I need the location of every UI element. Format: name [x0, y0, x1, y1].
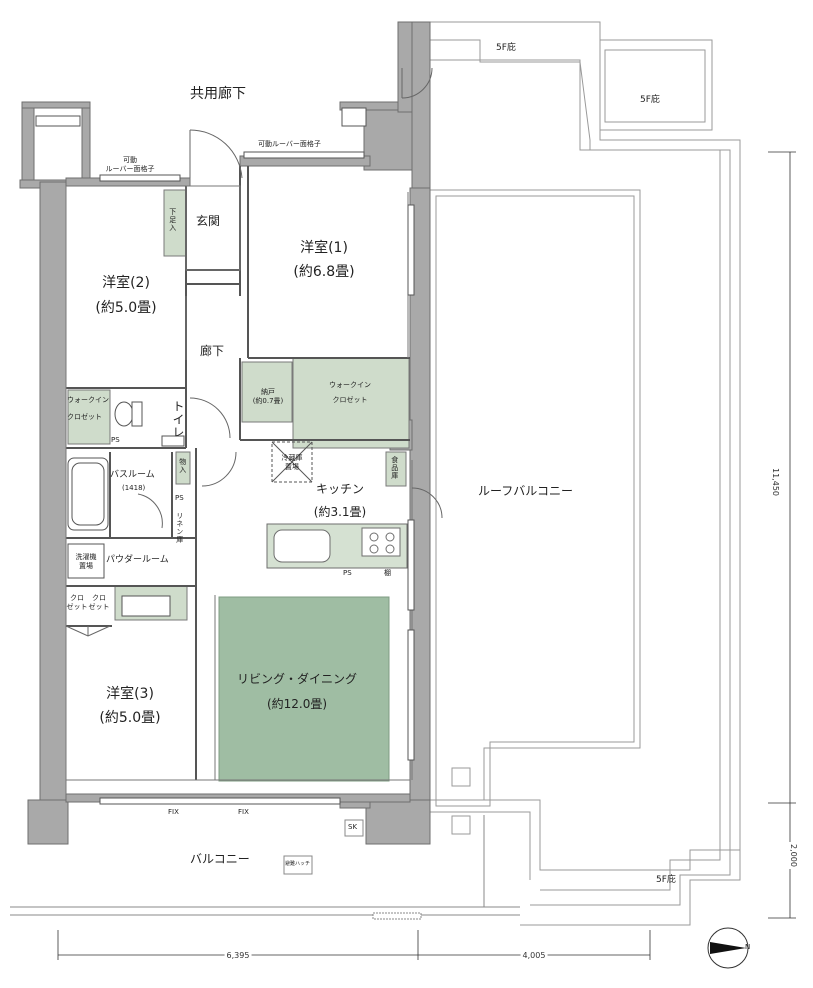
room1-size: (約6.8畳)	[293, 264, 355, 280]
roof-balcony-label: ルーフバルコニー	[478, 484, 574, 498]
living-dining-fill	[218, 596, 390, 782]
balcony-label: バルコニー	[190, 852, 250, 866]
louver-label-left: 可動 ルーバー面格子	[105, 156, 155, 173]
hatch-label: 避難ハッチ	[285, 861, 311, 867]
closet-label-2: クロ ゼット	[88, 594, 110, 611]
width-left-dim: 6,395	[224, 951, 252, 961]
shelf-label: 棚	[384, 569, 391, 577]
ps-label-toilet: PS	[111, 436, 120, 444]
walkin-right-label: ウォークイン クロゼット	[329, 381, 371, 405]
storage-fills	[67, 189, 410, 621]
bathroom-label: バスルーム	[110, 470, 155, 480]
ps-label-bath: PS	[175, 494, 184, 502]
sk-label: SK	[348, 823, 358, 831]
room3-size: (約5.0畳)	[99, 710, 161, 726]
compass-icon	[707, 927, 749, 969]
toilet-label: トイレ	[171, 400, 185, 439]
height-top-dim: 11,450	[770, 466, 780, 498]
width-right-dim: 4,005	[520, 951, 548, 961]
fix-label-right: FIX	[238, 808, 249, 816]
windows	[35, 107, 415, 805]
ps-label-kitchen: PS	[343, 569, 352, 577]
roof-5f-label-2: 5F庇	[640, 95, 660, 105]
bath-size-label: (1418)	[122, 484, 146, 492]
height-bottom-dim: 2,000	[788, 842, 798, 869]
kitchen-name: キッチン	[315, 482, 365, 496]
bath-fixtures	[67, 401, 313, 617]
washer-label: 洗濯機 置場	[75, 553, 97, 570]
exterior-walls	[19, 21, 431, 845]
room2-name: 洋室(2)	[102, 275, 150, 291]
kitchen-size: (約3.1畳)	[313, 505, 367, 519]
storage-label: 納戸 (約0.7畳)	[252, 388, 284, 405]
kitchen-counter	[266, 523, 408, 569]
linen-label: リネン庫	[175, 512, 184, 544]
roof-5f-label-3: 5F庇	[656, 875, 676, 885]
pantry-label: 食品庫	[390, 456, 399, 480]
roof-5f-label-1: 5F庇	[496, 43, 516, 53]
balcony-outline	[10, 815, 520, 920]
doors	[65, 67, 443, 637]
room1-name: 洋室(1)	[300, 240, 348, 256]
entrance-label: 玄関	[196, 214, 221, 228]
living-name: リビング・ダイニング	[236, 672, 358, 686]
closet-label-1: クロ ゼット	[66, 594, 88, 611]
walkin-left-label: ウォークイン クロゼット	[67, 396, 109, 421]
common-corridor-label: 共用廊下	[190, 86, 246, 102]
powder-room-label: パウダールーム	[106, 555, 169, 565]
roof-balcony-outline	[410, 21, 741, 926]
room3-name: 洋室(3)	[106, 686, 154, 702]
fridge-label: 冷蔵庫 置場	[281, 454, 303, 471]
dimension-lines	[57, 151, 796, 960]
hallway-label: 廊下	[200, 344, 225, 358]
fix-label-left: FIX	[168, 808, 179, 816]
living-size: (約12.0畳)	[266, 697, 328, 711]
louver-label-right: 可動ルーバー面格子	[258, 140, 321, 148]
storage-small-label: 物入	[178, 458, 187, 474]
shoe-cabinet-label: 下足入	[168, 208, 177, 232]
compass-north-label: N	[745, 943, 751, 951]
room2-size: (約5.0畳)	[95, 300, 157, 316]
